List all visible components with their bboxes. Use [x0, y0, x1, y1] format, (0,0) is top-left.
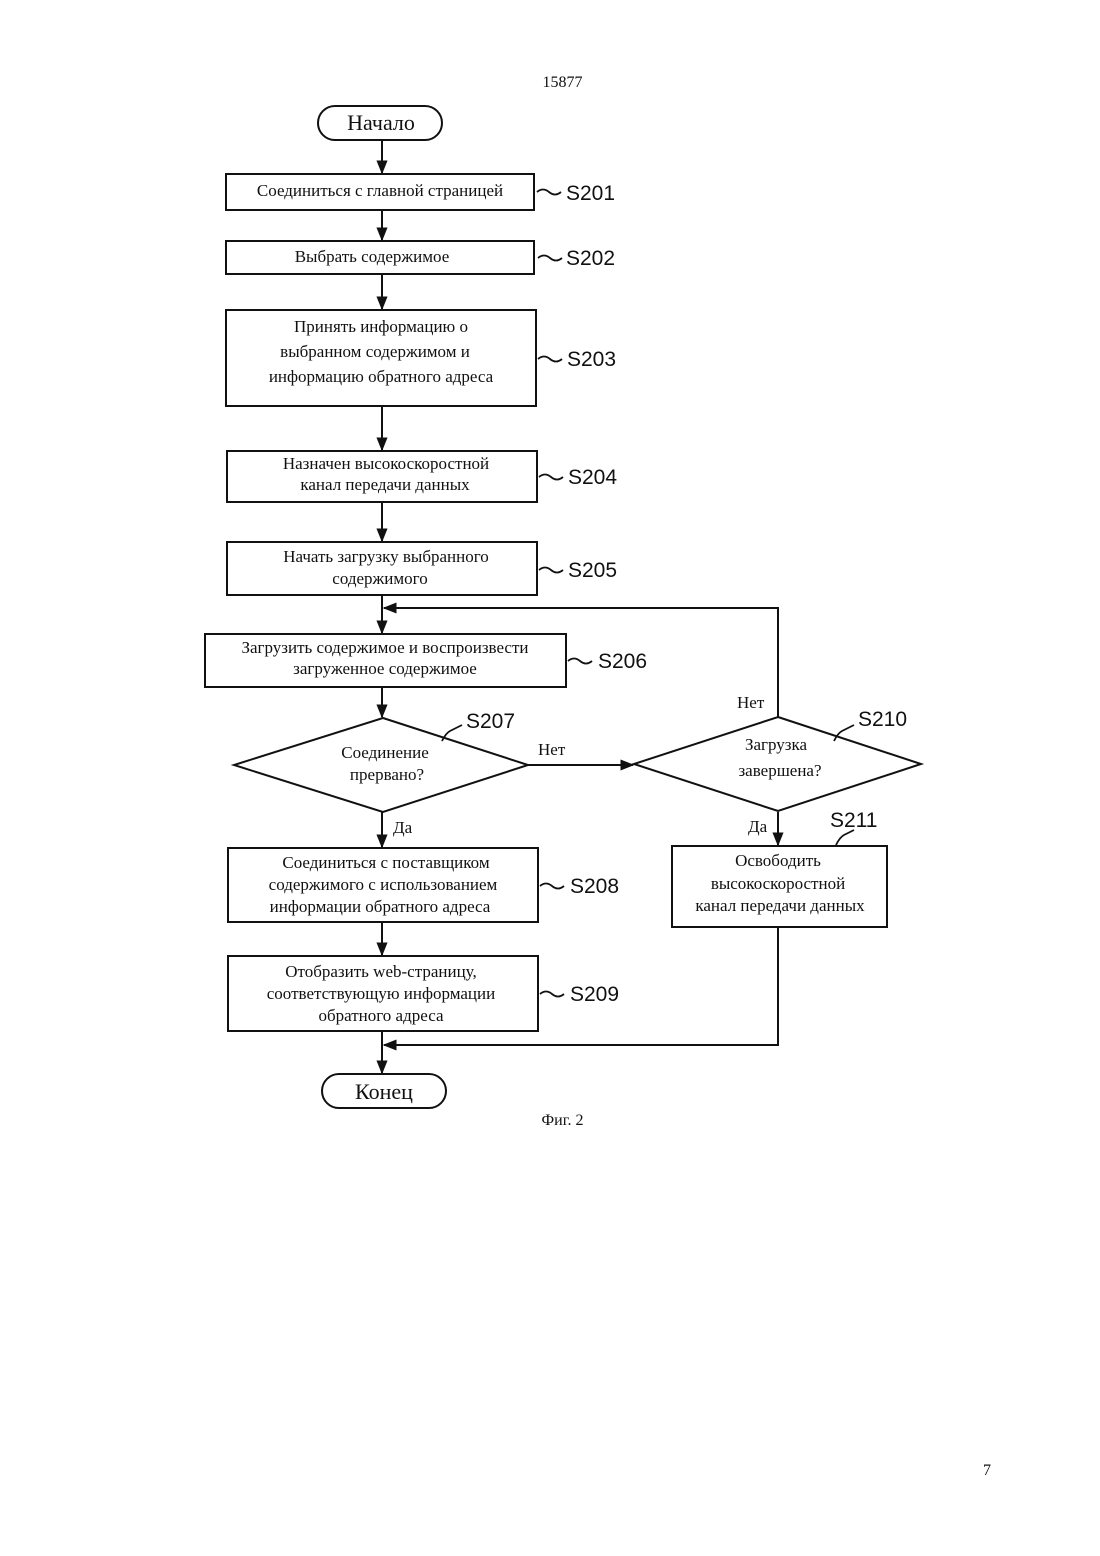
- step-s209-line-2: соответствующую информации: [267, 984, 495, 1003]
- step-s208-line-2: содержимого с использованием: [269, 875, 498, 894]
- step-s205: Начать загрузку выбранного содержимого: [227, 542, 537, 595]
- step-s209-line-3: обратного адреса: [318, 1006, 443, 1025]
- decision-s210-line-1: Загрузка: [745, 735, 808, 754]
- leader-s205: [539, 568, 563, 573]
- step-id-s211: S211: [830, 809, 878, 832]
- step-s211-line-1: Освободить: [735, 851, 821, 870]
- end-terminal: Конец: [322, 1074, 446, 1108]
- leader-s204: [539, 475, 563, 480]
- connectors: [382, 140, 778, 1073]
- leader-s203: [538, 357, 562, 362]
- step-s206: Загрузить содержимое и воспроизвести заг…: [205, 634, 566, 687]
- branch-s207-no: Нет: [538, 740, 566, 759]
- figure-caption: Фиг. 2: [0, 1112, 1100, 1130]
- step-id-s210: S210: [858, 708, 907, 731]
- leader-s208: [540, 884, 564, 889]
- step-s209-line-1: Отобразить web-страницу,: [285, 962, 476, 981]
- step-s204-line-1: Назначен высокоскоростной: [283, 454, 489, 473]
- decision-s207-line-2: прервано?: [350, 765, 424, 784]
- step-id-s208: S208: [570, 875, 619, 898]
- step-s203-line-1: Принять информацию о: [294, 317, 468, 336]
- step-id-s205: S205: [568, 559, 617, 582]
- step-s208: Соединиться с поставщиком содержимого с …: [228, 848, 538, 922]
- step-id-s202: S202: [566, 247, 615, 270]
- step-s202: Выбрать содержимое: [226, 241, 534, 274]
- step-s205-line-1: Начать загрузку выбранного: [283, 547, 489, 566]
- step-s209: Отобразить web-страницу, соответствующую…: [228, 956, 538, 1031]
- step-s206-line-1: Загрузить содержимое и воспроизвести: [241, 638, 528, 657]
- step-s203-line-3: информацию обратного адреса: [269, 367, 494, 386]
- step-id-s209: S209: [570, 983, 619, 1006]
- leader-s209: [540, 992, 564, 997]
- step-id-s203: S203: [567, 348, 616, 371]
- step-s202-line-1: Выбрать содержимое: [295, 247, 450, 266]
- step-s211-line-3: канал передачи данных: [695, 896, 865, 915]
- start-label: Начало: [347, 110, 415, 135]
- leader-s206: [568, 659, 592, 664]
- step-s204-line-2: канал передачи данных: [300, 475, 470, 494]
- step-s211: Освободить высокоскоростной канал переда…: [672, 846, 887, 927]
- step-s205-line-2: содержимого: [332, 569, 427, 588]
- leader-s201: [537, 190, 561, 195]
- decision-s210: Загрузка завершена?: [634, 717, 921, 811]
- start-terminal: Начало: [318, 106, 442, 140]
- step-s203: Принять информацию о выбранном содержимо…: [226, 310, 536, 406]
- step-s203-line-2: выбранном содержимом и: [280, 342, 470, 361]
- step-id-s207: S207: [466, 710, 515, 733]
- step-s211-line-2: высокоскоростной: [711, 874, 845, 893]
- step-s201-line-1: Соединиться с главной страницей: [257, 181, 503, 200]
- step-s206-line-2: загруженное содержимое: [293, 659, 477, 678]
- page-number-bottom: 7: [983, 1462, 991, 1480]
- step-s201: Соединиться с главной страницей: [226, 174, 534, 210]
- step-s208-line-3: информации обратного адреса: [270, 897, 491, 916]
- branch-s207-yes: Да: [393, 818, 413, 837]
- step-s204: Назначен высокоскоростной канал передачи…: [227, 451, 537, 502]
- leader-s202: [538, 256, 562, 261]
- leader-s211: [836, 830, 854, 845]
- branch-s210-no: Нет: [737, 693, 765, 712]
- step-s208-line-1: Соединиться с поставщиком: [282, 853, 489, 872]
- end-label: Конец: [355, 1079, 413, 1104]
- step-id-s201: S201: [566, 182, 615, 205]
- decision-s210-line-2: завершена?: [738, 761, 821, 780]
- step-id-s206: S206: [598, 650, 647, 673]
- decision-s207-line-1: Соединение: [341, 743, 429, 762]
- step-id-s204: S204: [568, 466, 617, 489]
- branch-s210-yes: Да: [748, 817, 768, 836]
